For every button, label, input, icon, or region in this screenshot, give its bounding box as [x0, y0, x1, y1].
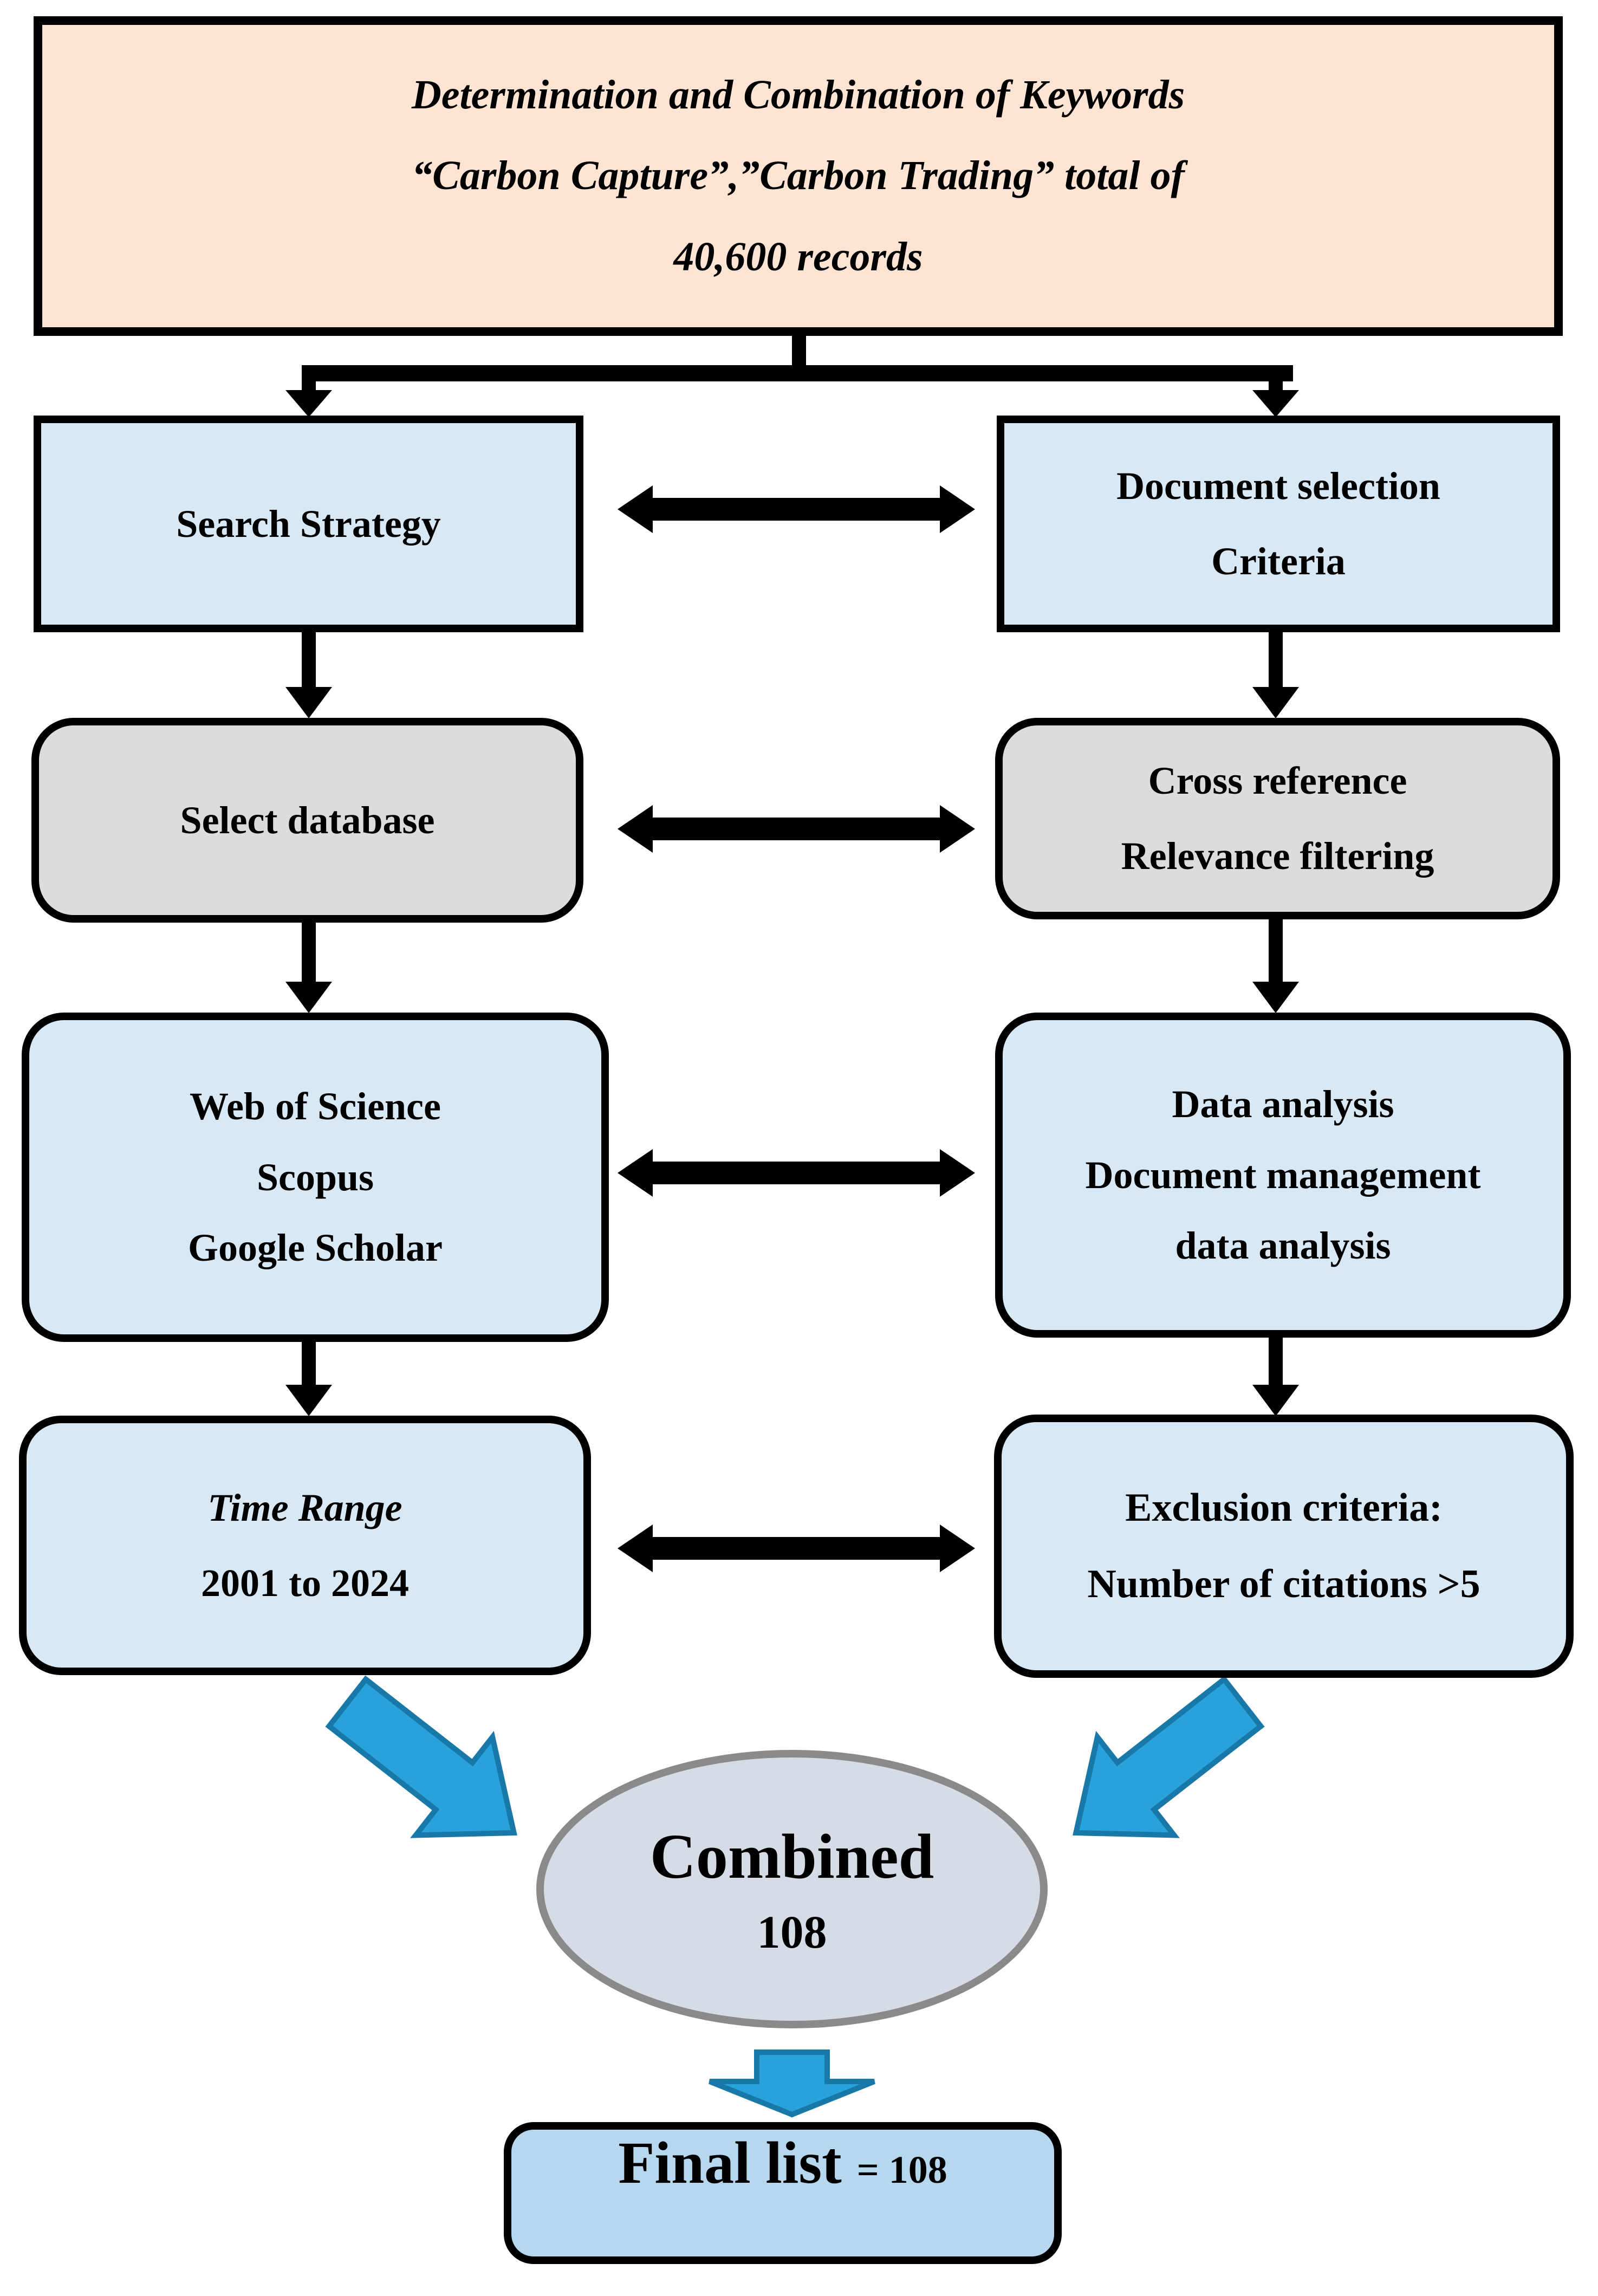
combined-ellipse: Combined 108	[536, 1750, 1048, 2028]
data-analysis-box: Data analysis Document management data a…	[995, 1013, 1571, 1338]
search-strategy-label: Search Strategy	[176, 502, 441, 546]
final-list-box: Final list = 108	[504, 2122, 1062, 2264]
right-flow-arrows	[1252, 628, 1299, 1416]
keywords-line-3: 40,600 records	[673, 234, 923, 280]
exclusion-criteria-line-1: Exclusion criteria:	[1125, 1486, 1443, 1530]
databases-line-1: Web of Science	[190, 1085, 441, 1128]
top-branch-connector	[285, 332, 1299, 417]
time-range-line-2: 2001 to 2024	[201, 1561, 409, 1605]
final-list-value: = 108	[856, 2148, 947, 2191]
databases-box: Web of Science Scopus Google Scholar	[22, 1013, 609, 1342]
cross-reference-line-1: Cross reference	[1148, 759, 1407, 803]
data-analysis-line-2: Document management	[1085, 1153, 1481, 1197]
double-arrows	[618, 485, 975, 1572]
search-strategy-box: Search Strategy	[34, 416, 583, 632]
cross-reference-box: Cross reference Relevance filtering	[995, 718, 1560, 919]
merge-arrows	[325, 1675, 1265, 2118]
double-arrow-row1	[618, 485, 975, 533]
combined-count: 108	[757, 1905, 827, 1958]
document-selection-line-2: Criteria	[1211, 540, 1346, 583]
double-arrow-row4	[618, 1525, 975, 1572]
document-selection-box: Document selection Criteria	[997, 416, 1560, 632]
blue-arrow-down	[709, 2049, 875, 2118]
final-list-label: Final list	[618, 2130, 842, 2196]
select-database-label: Select database	[180, 798, 435, 842]
left-flow-arrows	[285, 628, 332, 1416]
keywords-line-2: “Carbon Capture”,”Carbon Trading” total …	[412, 153, 1185, 199]
time-range-line-1: Time Range	[207, 1486, 402, 1529]
document-selection-line-1: Document selection	[1116, 464, 1440, 508]
data-analysis-line-1: Data analysis	[1172, 1082, 1394, 1126]
double-arrow-row2	[618, 805, 975, 853]
combined-label: Combined	[649, 1821, 934, 1892]
cross-reference-line-2: Relevance filtering	[1121, 834, 1434, 878]
keywords-title-box: Determination and Combination of Keyword…	[34, 16, 1563, 336]
select-database-box: Select database	[31, 718, 583, 923]
time-range-box: Time Range 2001 to 2024	[19, 1416, 591, 1675]
exclusion-criteria-line-2: Number of citations >5	[1087, 1562, 1480, 1606]
keywords-line-1: Determination and Combination of Keyword…	[411, 72, 1185, 118]
blue-arrow-left	[325, 1675, 517, 1838]
databases-line-3: Google Scholar	[188, 1226, 443, 1270]
double-arrow-row3	[618, 1149, 975, 1197]
databases-line-2: Scopus	[256, 1155, 374, 1199]
data-analysis-line-3: data analysis	[1175, 1224, 1391, 1268]
exclusion-criteria-box: Exclusion criteria: Number of citations …	[994, 1415, 1574, 1678]
blue-arrow-right	[1073, 1675, 1265, 1838]
